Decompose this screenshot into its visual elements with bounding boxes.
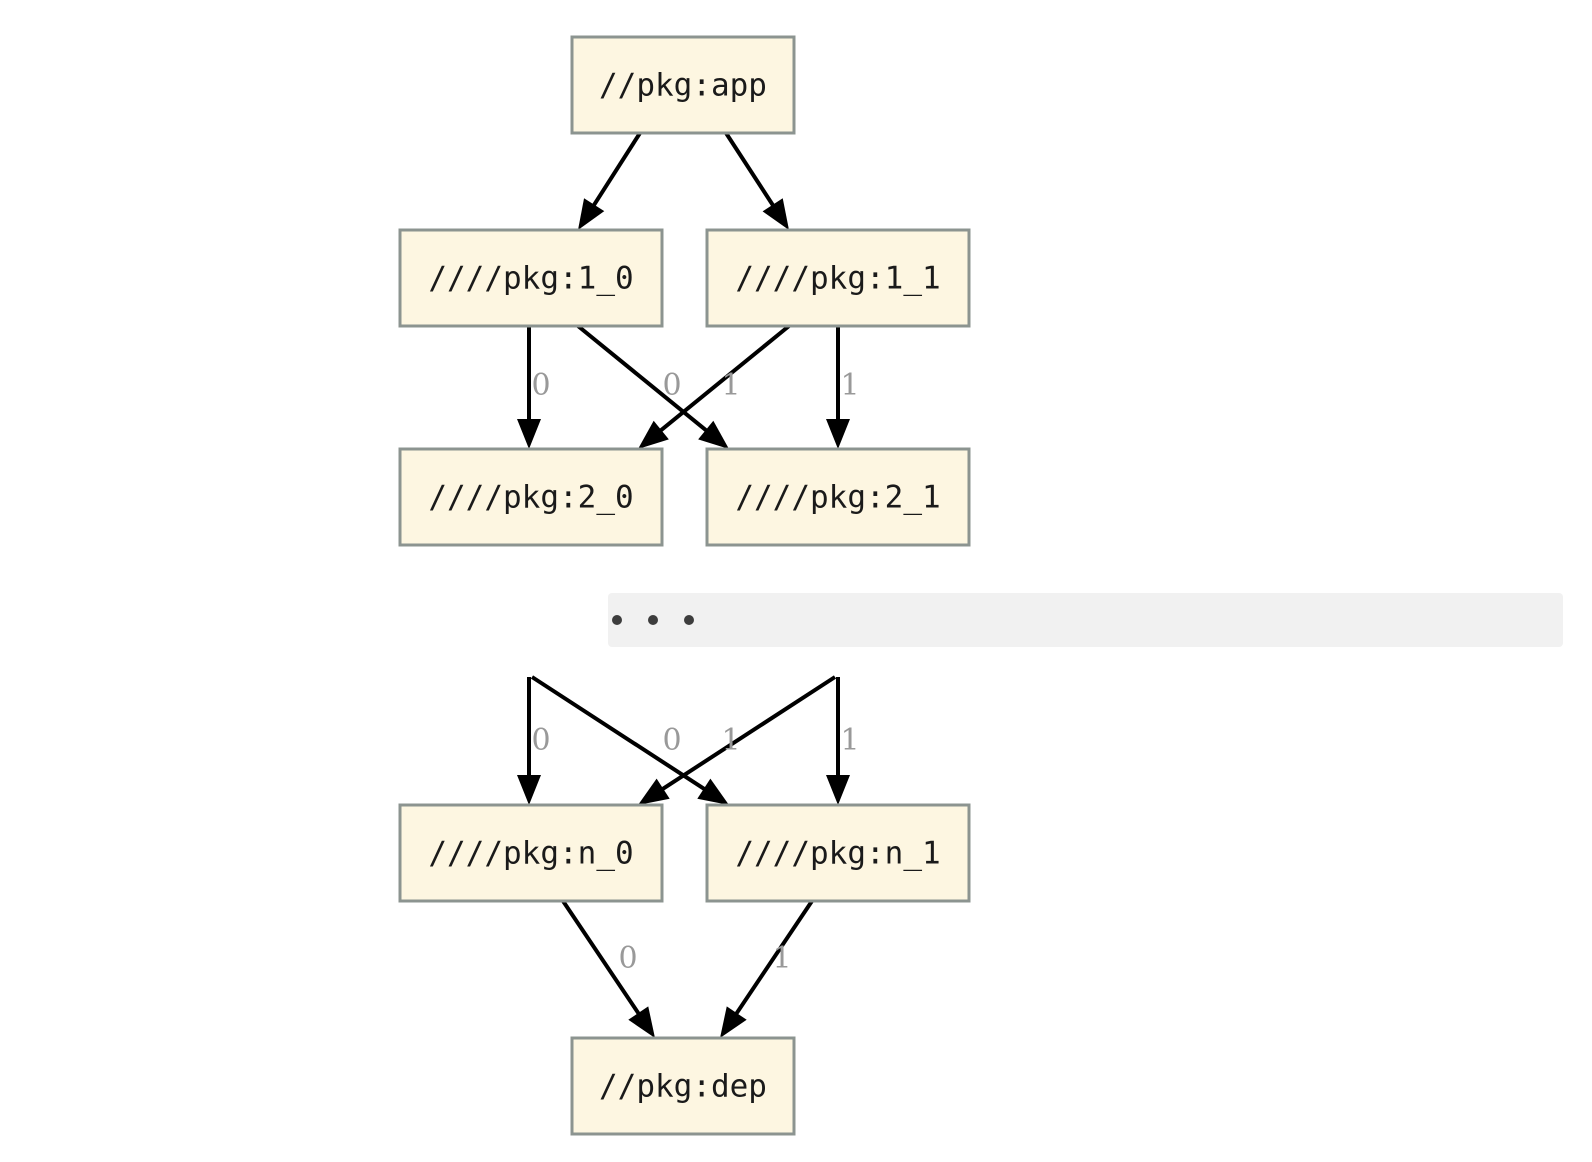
edge-arrowhead: [628, 1006, 655, 1038]
node-label: ////pkg:2_1: [735, 480, 940, 516]
graph-node-nn_1[interactable]: ////pkg:n_1: [705, 803, 971, 903]
edge-arrowhead: [638, 778, 670, 805]
graph-edge: 1: [826, 677, 860, 805]
graph-edge: 1: [720, 899, 814, 1038]
graph-edge: [724, 131, 789, 230]
edge-label: 1: [840, 723, 859, 758]
edge-arrowhead: [720, 1006, 747, 1038]
node-box[interactable]: [705, 447, 971, 547]
ellipsis-band: [608, 593, 1563, 647]
node-label: ////pkg:1_0: [428, 261, 633, 297]
edge-label: 1: [772, 941, 791, 976]
edge-label: 1: [840, 368, 859, 403]
graph-edge: 0: [576, 324, 729, 449]
edge-arrowhead: [517, 775, 541, 805]
graph-edge: 1: [826, 326, 860, 449]
graph-node-n1_1[interactable]: ////pkg:1_1: [705, 228, 971, 328]
graph-node-n2_0[interactable]: ////pkg:2_0: [398, 447, 664, 547]
graph-edge: 0: [561, 899, 655, 1038]
graph-edge: [578, 131, 642, 230]
edge-line: [655, 324, 791, 436]
edge-label: 0: [662, 368, 681, 403]
edge-label: 0: [531, 723, 550, 758]
ellipsis-separator: [608, 593, 1563, 647]
node-box[interactable]: [705, 228, 971, 328]
edge-arrowhead: [578, 198, 605, 230]
graph-edge: 0: [530, 675, 729, 805]
graph-edge: 1: [638, 324, 791, 449]
edge-label: 0: [662, 723, 681, 758]
node-label: ////pkg:1_1: [735, 261, 940, 297]
edge-label: 0: [618, 941, 637, 976]
edge-arrowhead: [762, 198, 789, 230]
node-box[interactable]: [705, 803, 971, 903]
node-box[interactable]: [570, 35, 796, 135]
edge-arrowhead: [697, 778, 729, 805]
edge-arrowhead: [517, 419, 541, 449]
edge-arrowhead: [638, 420, 669, 449]
edge-label: 1: [721, 723, 740, 758]
edge-arrowhead: [698, 420, 729, 449]
graph-node-nn_0[interactable]: ////pkg:n_0: [398, 803, 664, 903]
graph-node-n1_0[interactable]: ////pkg:1_0: [398, 228, 664, 328]
node-label: ////pkg:2_0: [428, 480, 633, 516]
graph-node-app[interactable]: //pkg:app: [570, 35, 796, 135]
edge-line: [530, 675, 710, 794]
edge-arrowhead: [826, 775, 850, 805]
node-label: //pkg:app: [599, 68, 767, 104]
edge-label: 0: [531, 368, 550, 403]
graph-node-n2_1[interactable]: ////pkg:2_1: [705, 447, 971, 547]
edge-line: [576, 324, 712, 436]
node-layer: //pkg:app ////pkg:1_0 ////pkg:1_1 ////pkg:2…: [398, 35, 971, 1136]
node-label: ////pkg:n_0: [428, 836, 633, 872]
node-label: ////pkg:n_1: [735, 836, 940, 872]
ellipsis-dot: [684, 615, 694, 625]
node-box[interactable]: [398, 803, 664, 903]
edge-layer: 0 0 1 1 0 0 1 1 0 1: [517, 131, 860, 1038]
edge-line: [731, 899, 814, 1020]
node-box[interactable]: [570, 1036, 796, 1136]
graph-edge: 1: [638, 675, 837, 805]
edge-arrowhead: [826, 419, 850, 449]
edge-line: [589, 131, 642, 211]
edge-label: 1: [721, 368, 740, 403]
node-box[interactable]: [398, 228, 664, 328]
node-box[interactable]: [398, 447, 664, 547]
graph-edge: 0: [517, 677, 551, 805]
graph-node-dep[interactable]: //pkg:dep: [570, 1036, 796, 1136]
ellipsis-dot: [648, 615, 658, 625]
edge-line: [561, 899, 644, 1020]
ellipsis-dot: [612, 615, 622, 625]
graph-edge: 0: [517, 326, 551, 449]
edge-line: [657, 675, 837, 794]
edge-line: [724, 131, 778, 211]
node-label: //pkg:dep: [599, 1069, 767, 1105]
